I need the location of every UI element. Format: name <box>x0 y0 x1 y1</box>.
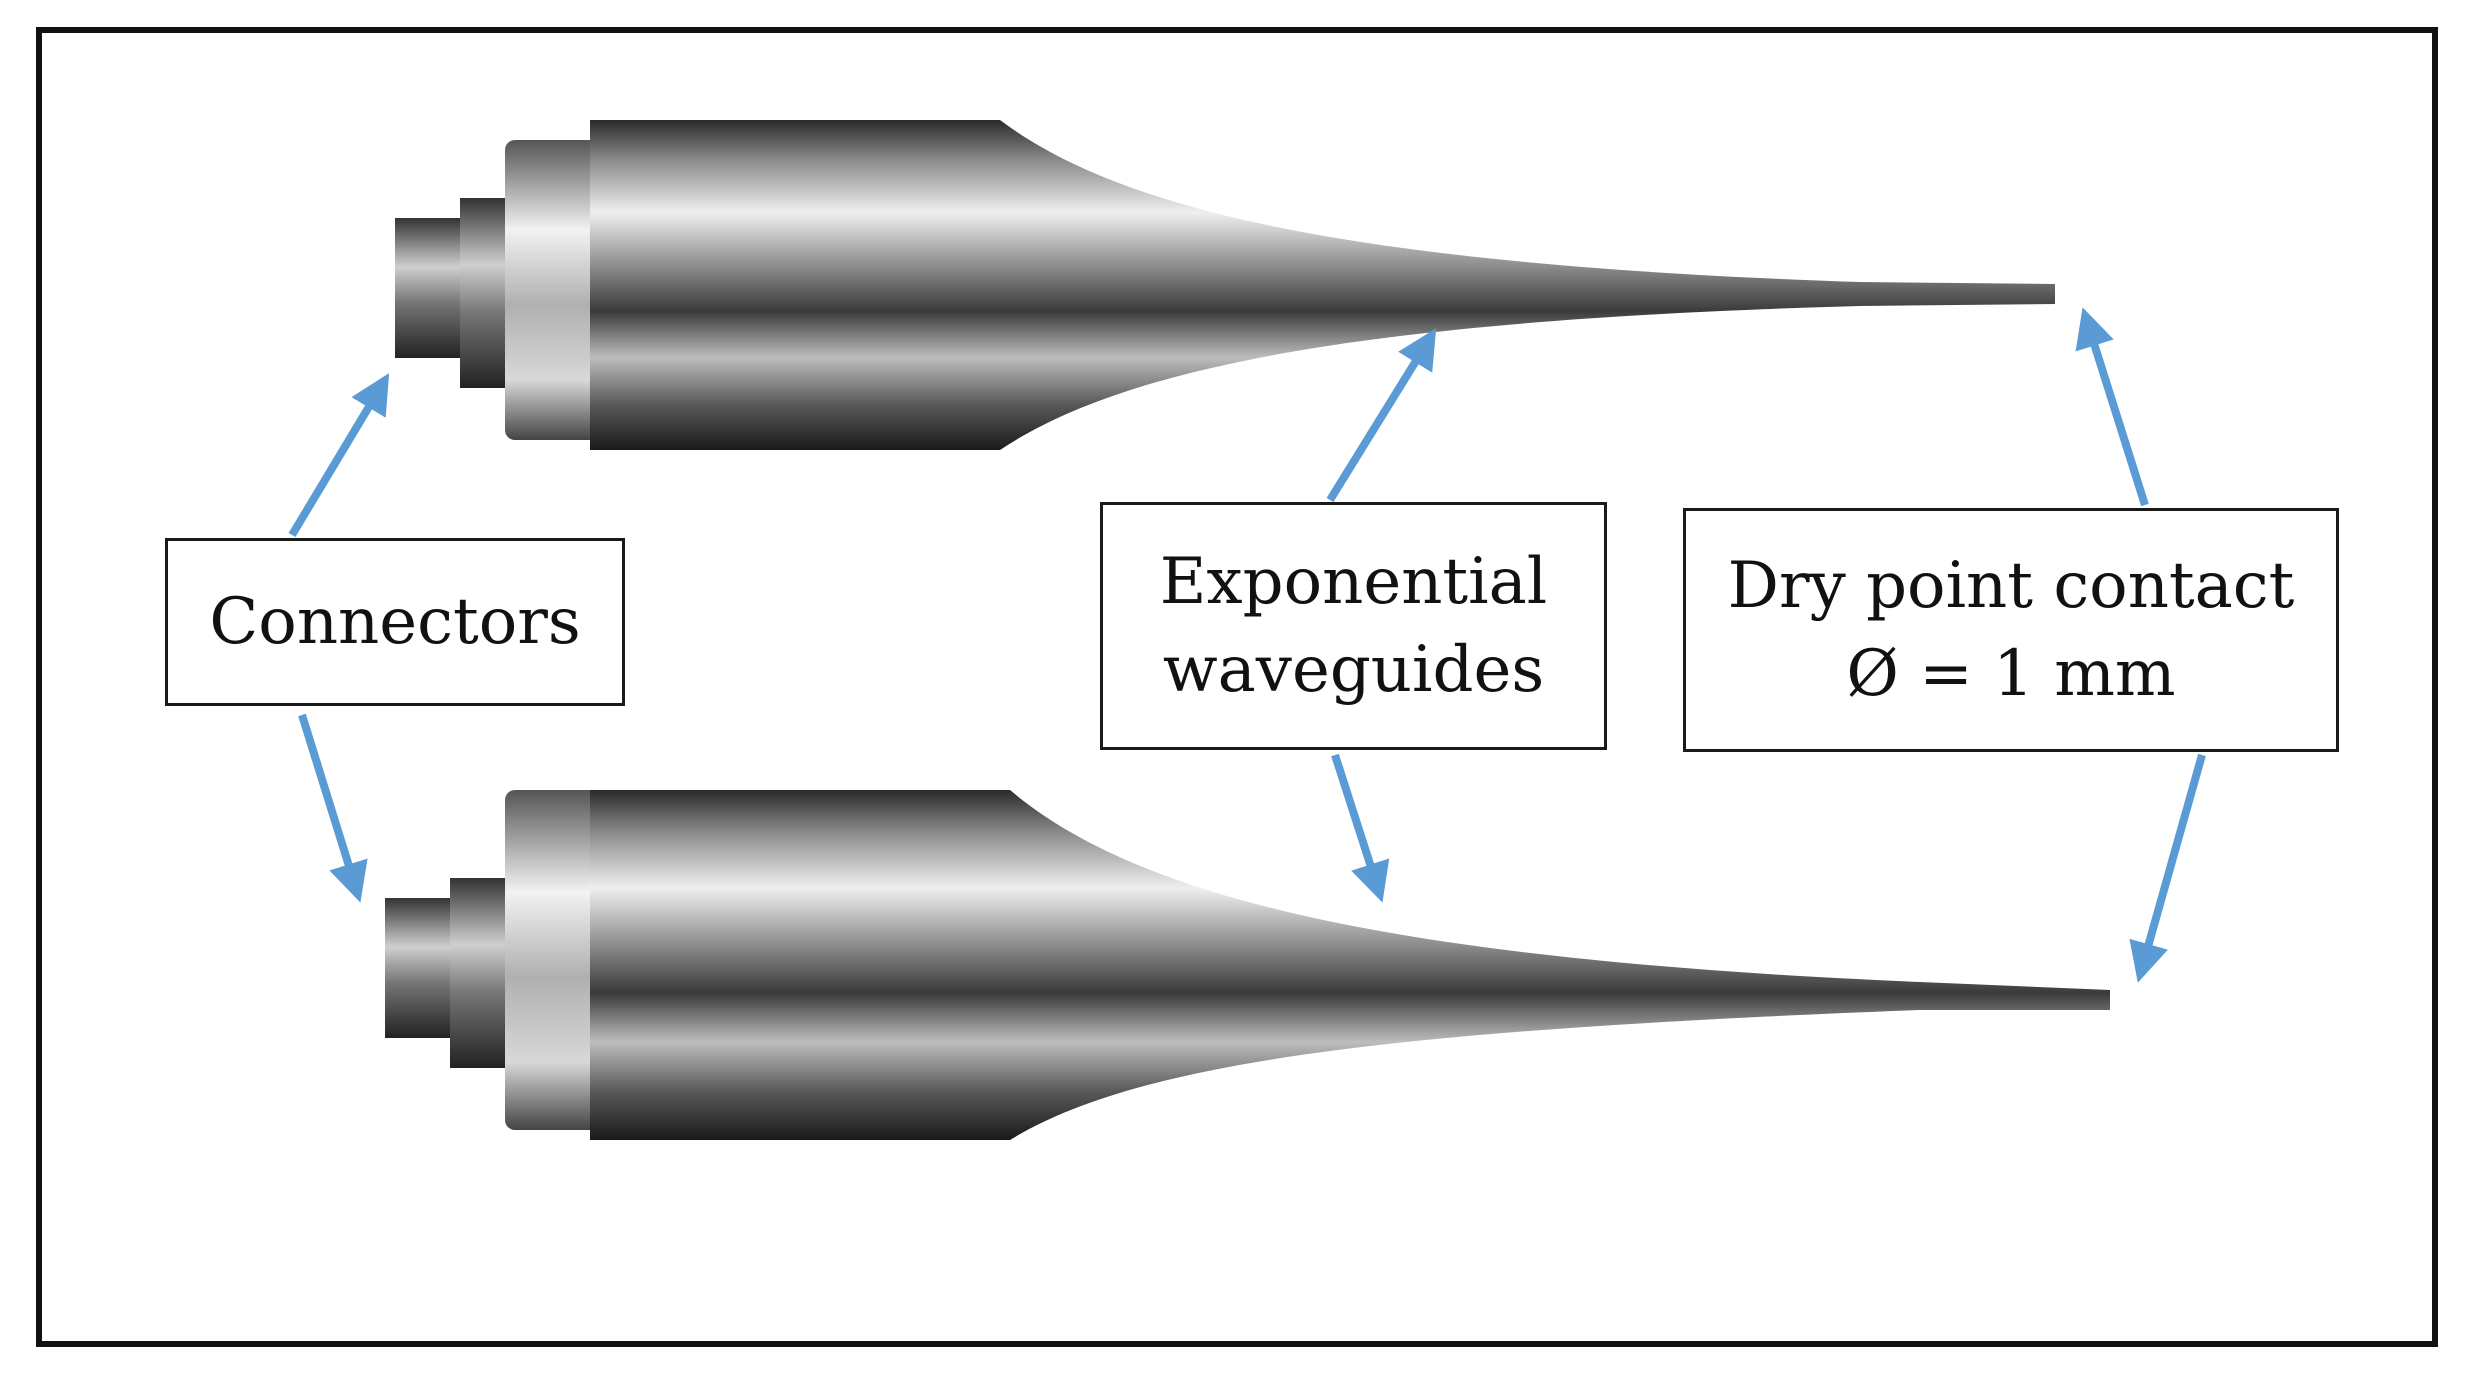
top-connector-pins <box>395 218 465 358</box>
arrow-contact-top <box>2075 307 2149 507</box>
contact-label-line1: Dry point contact <box>1727 549 2295 623</box>
top-body-cylinder <box>590 120 1000 450</box>
bottom-exponential-waveguide <box>1010 790 2110 1140</box>
arrow-waveguide-bottom <box>1331 753 1390 903</box>
top-probe <box>395 120 2055 450</box>
arrow-contact-bottom <box>2129 753 2206 983</box>
waveguides-label-line1: Exponential <box>1159 545 1548 619</box>
arrow-waveguide-top <box>1326 328 1437 503</box>
bottom-body-cylinder <box>590 790 1010 1140</box>
contact-label-line2: Ø = 1 mm <box>1846 637 2176 711</box>
arrow-connectors-bottom <box>298 713 368 903</box>
bottom-collar-ring <box>505 790 600 1130</box>
top-connector-nut <box>460 198 510 388</box>
connectors-label: Connectors <box>209 585 581 659</box>
waveguides-label-line2: waveguides <box>1162 633 1545 707</box>
arrow-connectors-top <box>288 373 390 538</box>
bottom-probe <box>385 790 2110 1140</box>
waveguides-label-box: Exponential waveguides <box>1100 502 1607 750</box>
contact-label-box: Dry point contact Ø = 1 mm <box>1683 508 2339 752</box>
top-collar-ring <box>505 140 600 440</box>
annotation-arrows <box>288 307 2206 983</box>
bottom-connector-nut <box>450 878 510 1068</box>
bottom-connector-pins <box>385 898 455 1038</box>
top-exponential-waveguide <box>1000 120 2055 450</box>
connectors-label-box: Connectors <box>165 538 625 706</box>
